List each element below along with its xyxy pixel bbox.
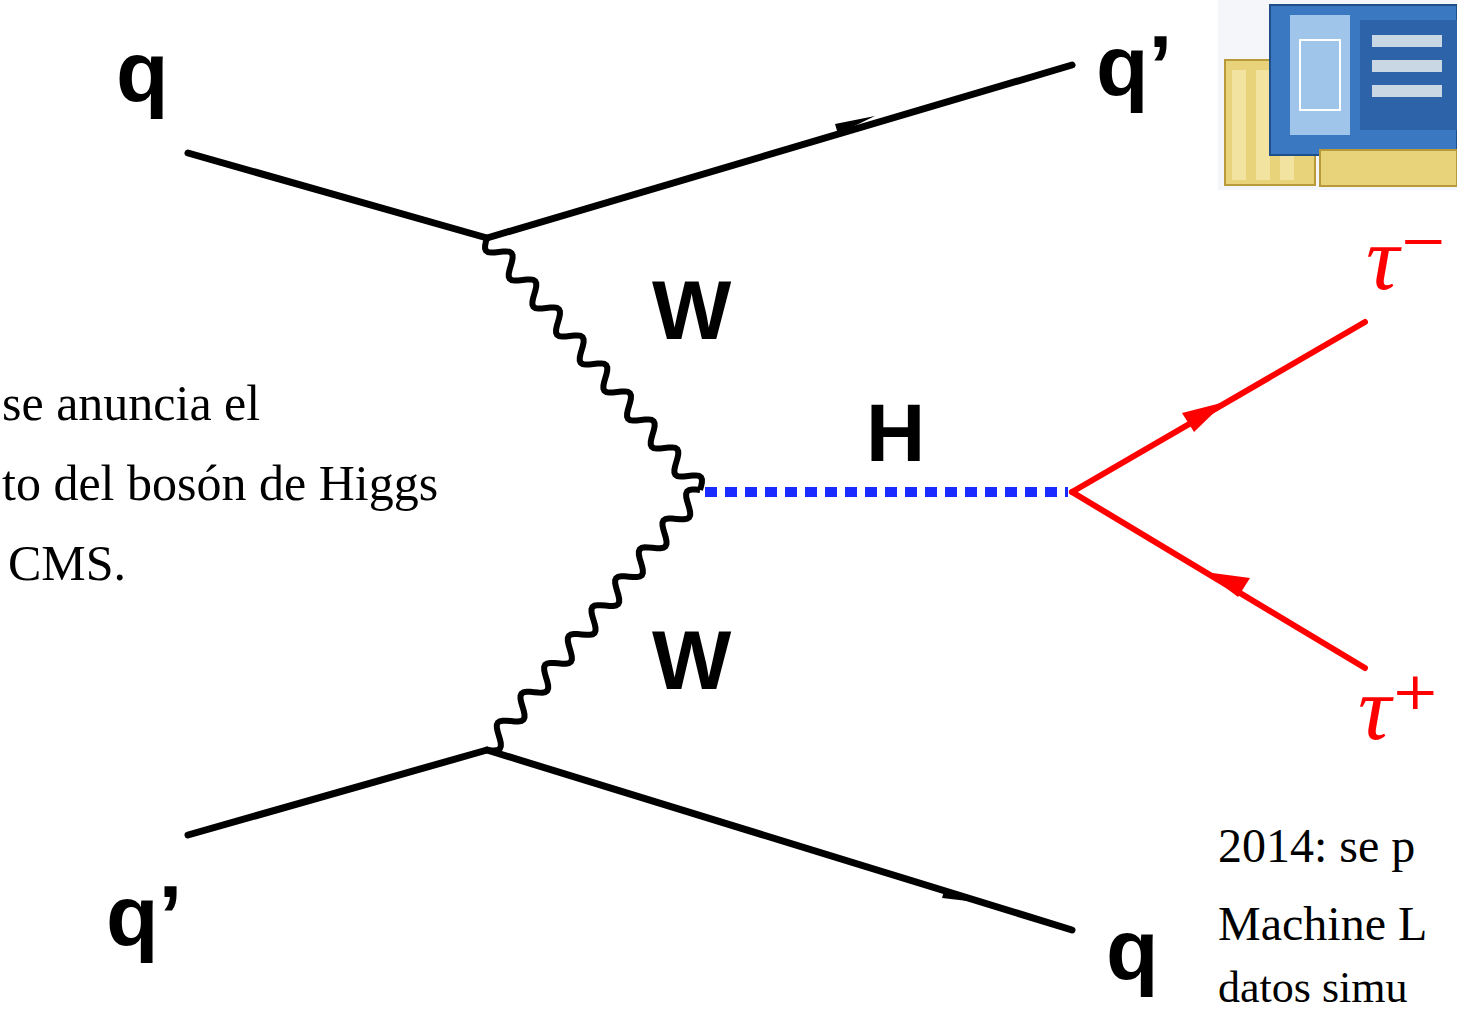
lepton-label: τ⁻ [1366,212,1448,304]
quark-label: q [116,28,169,114]
lepton-label: τ⁺ [1358,662,1440,754]
quark-label: q’ [1096,22,1172,108]
note-text: 2014: se p [1218,822,1415,870]
boson-label: W [652,618,731,702]
higgs-line [705,487,1068,497]
tau-lines [1072,322,1365,668]
note-text: Machine L [1218,900,1427,948]
cms-detector-picture [1218,0,1457,190]
note-text: CMS. [8,538,126,588]
quark-arrows [835,116,985,903]
boson-label: H [866,392,925,474]
tau-arrows [1182,402,1250,597]
boson-label: W [652,268,731,352]
quark-label: q [1106,906,1159,992]
note-text: to del bosón de Higgs [2,458,438,508]
note-text: se anuncia el [2,378,260,428]
note-text: datos simu [1218,966,1407,1010]
quark-label: q’ [106,872,182,958]
